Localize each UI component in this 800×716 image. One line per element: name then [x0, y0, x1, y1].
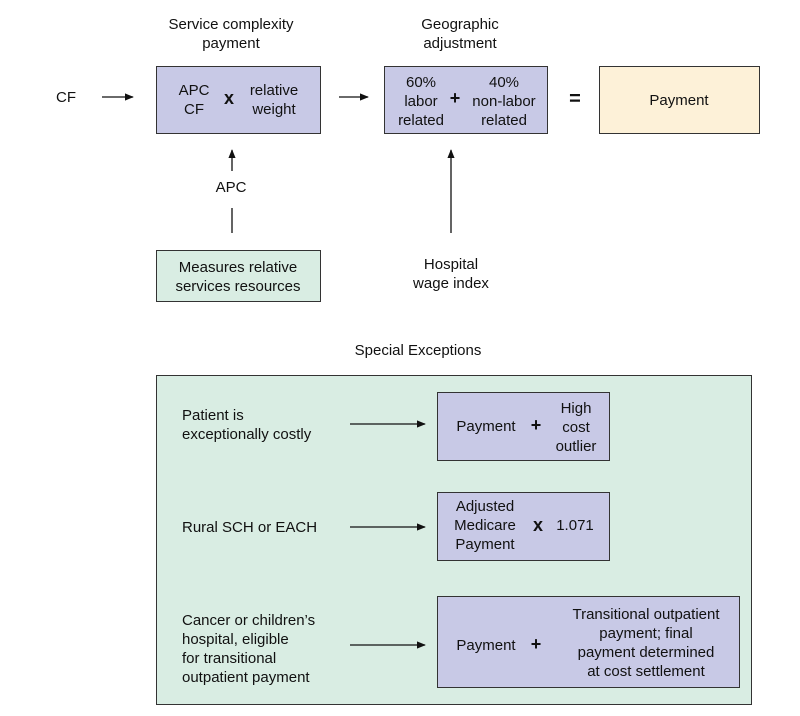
exception-condition-rural: Rural SCH or EACH [182, 519, 318, 536]
payment-text: Payment [649, 92, 709, 109]
cf-label: CF [56, 89, 76, 106]
plus-operator: + [449, 88, 461, 108]
apc-label: APC [215, 179, 247, 196]
transitional-plus-operator: + [530, 634, 542, 654]
special-exceptions-title: Special Exceptions [354, 342, 482, 359]
outlier-payment-left: Payment [456, 418, 516, 435]
multiply-operator: x [223, 88, 234, 108]
equals-operator: = [569, 88, 581, 110]
rural-multiply-operator: x [532, 515, 543, 535]
rural-factor-text: 1.071 [556, 517, 594, 534]
transitional-payment-left: Payment [456, 637, 516, 654]
outlier-plus-operator: + [530, 415, 542, 435]
payment-box: Payment [599, 66, 760, 134]
